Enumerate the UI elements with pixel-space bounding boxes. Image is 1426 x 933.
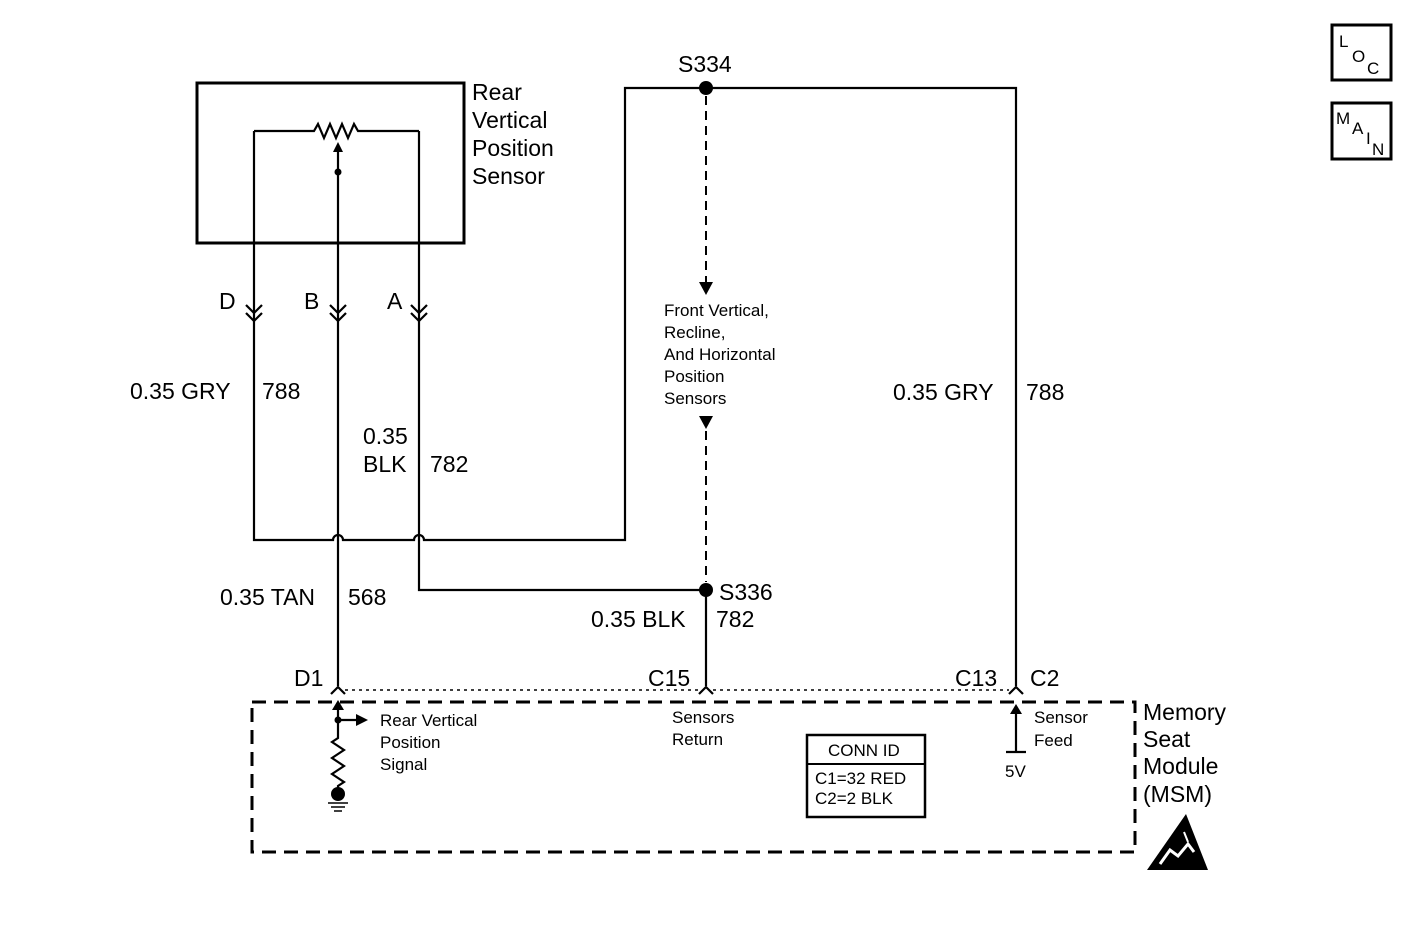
- tan-circuit: 568: [348, 584, 386, 610]
- main-letter-a: A: [1352, 119, 1364, 138]
- pin-c13-label: C13: [955, 665, 997, 691]
- return-label-line-1: Sensors: [672, 708, 734, 727]
- return-label-line-2: Return: [672, 730, 723, 749]
- main-letter-n: N: [1372, 140, 1384, 159]
- splice-s336-node: [699, 583, 713, 597]
- pin-c2-label: C2: [1030, 665, 1059, 691]
- main-letter-m: M: [1336, 109, 1350, 128]
- loc-letter-c: C: [1367, 59, 1379, 78]
- signal-label-line-1: Rear Vertical: [380, 711, 477, 730]
- tan-size: 0.35 TAN: [220, 584, 315, 610]
- splice-s336-label: S336: [719, 579, 773, 605]
- conn-id-box: CONN ID C1=32 RED C2=2 BLK: [805, 733, 927, 819]
- memory-seat-module: Memory Seat Module (MSM) Rear Vertical P…: [250, 699, 1227, 870]
- feed-label-line-1: Sensor: [1034, 708, 1088, 727]
- module-boundary: [250, 700, 1137, 854]
- conn-id-line-2: C2=2 BLK: [815, 789, 894, 808]
- conn-id-line-1: C1=32 RED: [815, 769, 906, 788]
- pin-c15-label: C15: [648, 665, 690, 691]
- blk-size-line-2: BLK: [363, 451, 407, 477]
- pin-c15-connector-icon: [698, 685, 714, 695]
- note-line-2: Recline,: [664, 323, 725, 342]
- pin-d1-label: D1: [294, 665, 323, 691]
- note-line-5: Sensors: [664, 389, 726, 408]
- feed-label-line-2: Feed: [1034, 731, 1073, 750]
- right-gry-size: 0.35 GRY: [893, 379, 994, 405]
- rear-vertical-position-sensor: Rear Vertical Position Sensor: [195, 79, 554, 245]
- loc-letter-l: L: [1339, 32, 1348, 51]
- arrow-right-icon: [356, 714, 368, 726]
- feed-line: [1006, 708, 1026, 754]
- module-name-line-4: (MSM): [1143, 781, 1212, 807]
- signal-label-line-3: Signal: [380, 755, 427, 774]
- wiper-arrow-icon: [333, 142, 343, 152]
- wires: [252, 81, 1018, 686]
- sensor-box: [195, 81, 466, 245]
- left-gry-size: 0.35 GRY: [130, 378, 231, 404]
- main-button[interactable]: M A I N: [1330, 101, 1393, 161]
- sensor-title-line-4: Sensor: [472, 163, 545, 189]
- splice-s334-node: [699, 81, 713, 95]
- loc-letter-o: O: [1352, 47, 1365, 66]
- main-letter-i: I: [1366, 129, 1371, 148]
- arrow-down-icon: [699, 416, 713, 429]
- module-name-line-2: Seat: [1143, 726, 1191, 752]
- wire-gry-788: [252, 86, 1018, 686]
- resistor-icon: [330, 702, 346, 790]
- note-line-1: Front Vertical,: [664, 301, 769, 320]
- sensor-title-line-1: Rear: [472, 79, 522, 105]
- esd-warning-icon: [1147, 814, 1208, 870]
- note-line-3: And Horizontal: [664, 345, 776, 364]
- note-line-4: Position: [664, 367, 724, 386]
- blk-size-line-1: 0.35: [363, 423, 408, 449]
- signal-label-line-2: Position: [380, 733, 440, 752]
- module-pins: D1 C15 C13 C2: [294, 665, 1059, 695]
- loc-button[interactable]: L O C: [1330, 23, 1393, 82]
- pin-a-label: A: [387, 288, 403, 314]
- voltage-label: 5V: [1005, 762, 1026, 781]
- arrow-down-icon: [699, 282, 713, 295]
- left-gry-circuit: 788: [262, 378, 300, 404]
- blk-circuit: 782: [430, 451, 468, 477]
- pin-b-label: B: [304, 288, 319, 314]
- return-size: 0.35 BLK: [591, 606, 686, 632]
- wire-labels: 0.35 GRY 788 0.35 BLK 782 0.35 TAN 568 0…: [130, 378, 1064, 632]
- right-gry-circuit: 788: [1026, 379, 1064, 405]
- splice-s334-label: S334: [678, 51, 732, 77]
- sensor-title-line-2: Vertical: [472, 107, 547, 133]
- ground-icon: [328, 787, 348, 812]
- wire-blk-782: [417, 131, 708, 686]
- module-name-line-1: Memory: [1143, 699, 1227, 725]
- arrow-up-icon: [332, 700, 344, 710]
- arrow-up-icon: [1010, 704, 1022, 714]
- resistor-icon: [254, 121, 419, 141]
- pin-c2-connector-icon: [1008, 685, 1024, 695]
- shared-sensors-note: Front Vertical, Recline, And Horizontal …: [664, 301, 776, 408]
- module-name-line-3: Module: [1143, 753, 1218, 779]
- pin-d-label: D: [219, 288, 236, 314]
- conn-id-title: CONN ID: [828, 741, 900, 760]
- pin-d1-connector-icon: [330, 685, 346, 695]
- sensor-title-line-3: Position: [472, 135, 554, 161]
- return-circuit: 782: [716, 606, 754, 632]
- sensor-connector: D B A: [219, 288, 428, 323]
